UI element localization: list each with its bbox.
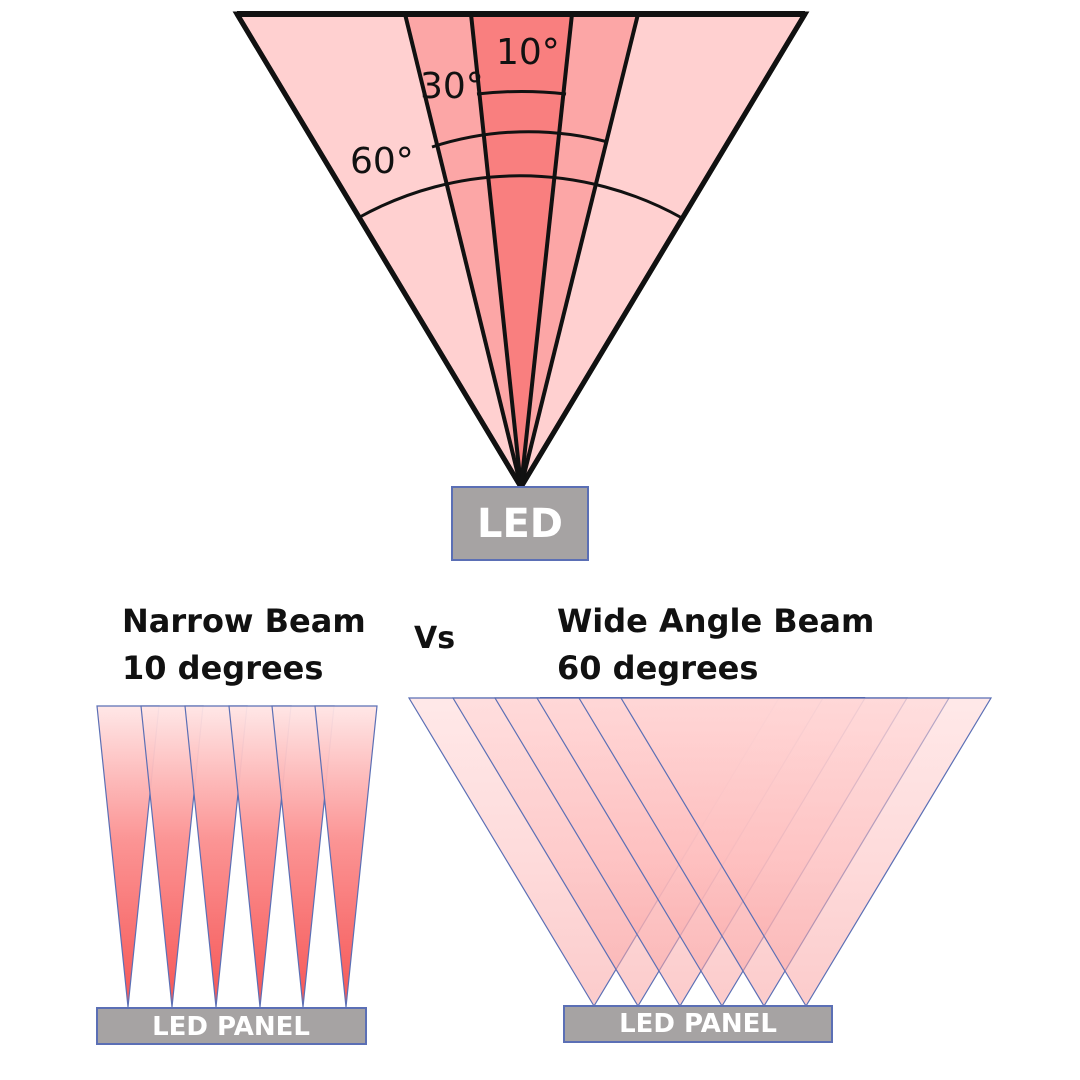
narrow-beam [140, 705, 204, 1008]
arc-30 [431, 130, 609, 149]
vs-label: Vs [414, 621, 455, 656]
arc-10 [476, 89, 567, 96]
narrow-beams [96, 705, 378, 1008]
beam-30-right-edge [519, 13, 640, 488]
wide-beams [407, 697, 993, 1008]
wide-led-panel: LED PANEL [563, 1005, 833, 1043]
wide-panel-label: LED PANEL [619, 1009, 777, 1039]
led-box: LED [451, 486, 589, 561]
angle-label-10: 10° [496, 32, 560, 73]
narrow-heading-line2: 10 degrees [122, 649, 323, 687]
narrow-beam [314, 705, 378, 1008]
arc-60 [357, 174, 683, 220]
narrow-beam [96, 705, 160, 1008]
beam-60-right-edge [518, 12, 808, 489]
narrow-beam [228, 705, 292, 1008]
angle-label-60: 60° [350, 141, 414, 182]
narrow-beam [184, 705, 248, 1008]
beam-60-left-edge [234, 12, 524, 489]
led-label: LED [477, 501, 563, 547]
narrow-heading-line1: Narrow Beam [122, 602, 366, 640]
wide-heading-line2: 60 degrees [557, 649, 758, 687]
beam-30-left-edge [403, 13, 523, 488]
narrow-beam [271, 705, 335, 1008]
wide-heading-line1: Wide Angle Beam [557, 602, 874, 640]
narrow-led-panel: LED PANEL [96, 1007, 367, 1045]
angle-label-30: 30° [420, 66, 484, 107]
wide-beam [619, 697, 993, 1008]
beam-cone: 60° 30° 10° [232, 11, 810, 492]
narrow-panel-label: LED PANEL [152, 1012, 310, 1042]
